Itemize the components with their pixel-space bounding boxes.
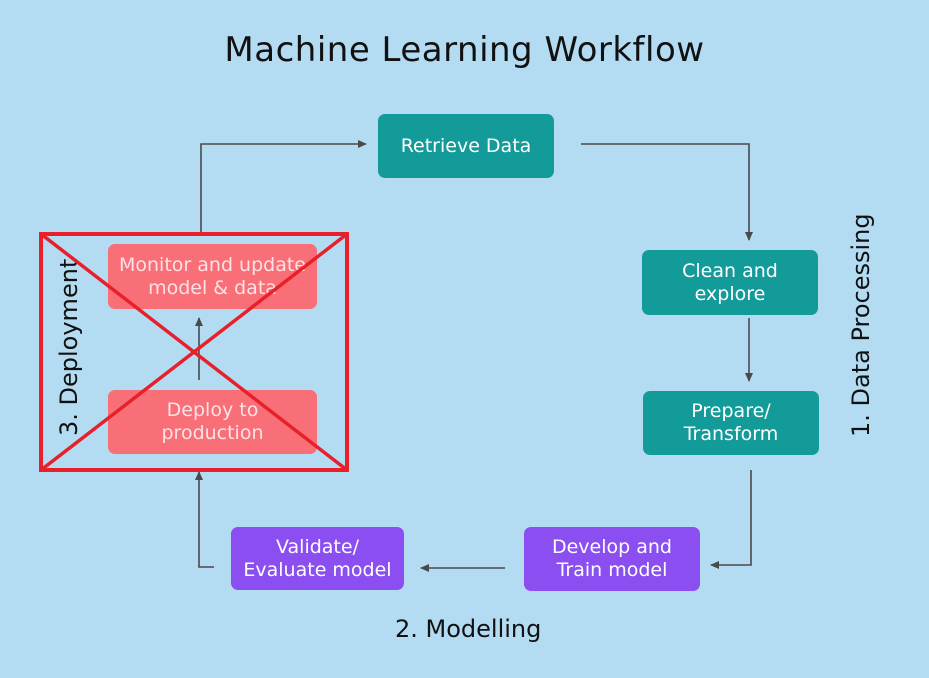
node-monitor-and-update: Monitor and update model & data xyxy=(108,244,317,309)
arrow-retrieve-to-clean xyxy=(581,143,753,241)
phase-label-deployment: 3. Deployment xyxy=(55,258,83,436)
arrow-monitor-to-retrieve xyxy=(200,140,367,232)
node-deploy-to-production: Deploy to production xyxy=(108,390,317,454)
phase-label-data-processing: 1. Data Processing xyxy=(847,213,875,437)
node-develop-and-train-model: Develop and Train model xyxy=(524,527,700,591)
arrow-validate-to-deploy xyxy=(195,471,214,568)
node-retrieve-data: Retrieve Data xyxy=(378,114,554,178)
node-prepare-transform: Prepare/ Transform xyxy=(643,391,819,455)
node-clean-and-explore: Clean and explore xyxy=(642,250,818,315)
phase-label-modelling: 2. Modelling xyxy=(395,615,542,643)
arrow-prepare-to-develop xyxy=(710,470,752,569)
node-validate-evaluate-model: Validate/ Evaluate model xyxy=(231,527,404,590)
diagram-title: Machine Learning Workflow xyxy=(224,30,705,70)
